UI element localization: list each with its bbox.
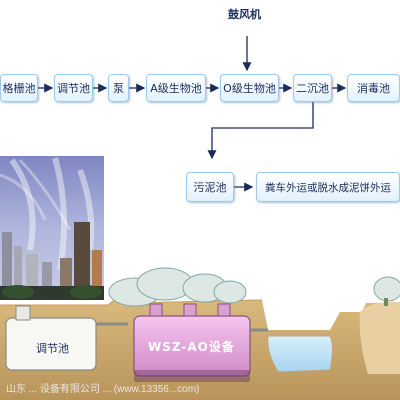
sludge-tank-box: 污泥池 — [186, 172, 234, 202]
disinfection-tank-box: 消毒池 — [347, 74, 400, 102]
sludge-disposal-box: 粪车外运或脱水成泥饼外运 — [256, 172, 400, 202]
regulating-tank-drawing — [5, 305, 128, 371]
regulating-tank-box: 调节池 — [54, 74, 93, 102]
aerobic-bio-tank-box: O级生物池 — [220, 74, 279, 102]
blower-label: 鼓风机 — [228, 8, 261, 21]
bushes — [108, 267, 400, 307]
pump-box: 泵 — [108, 74, 129, 102]
watermark: 山东 ... 设备有限公司 ... (www.13356...com) — [6, 384, 200, 395]
regulating-tank-label: 调节池 — [36, 342, 69, 355]
wsz-ao-equipment-drawing — [133, 303, 268, 382]
screen-tank-box: 格栅池 — [0, 74, 38, 102]
equipment-label: WSZ-AO设备 — [148, 340, 235, 354]
anoxic-bio-tank-box: A级生物池 — [146, 74, 206, 102]
city-photo — [0, 156, 104, 300]
secondary-clarifier-box: 二沉池 — [293, 74, 332, 102]
